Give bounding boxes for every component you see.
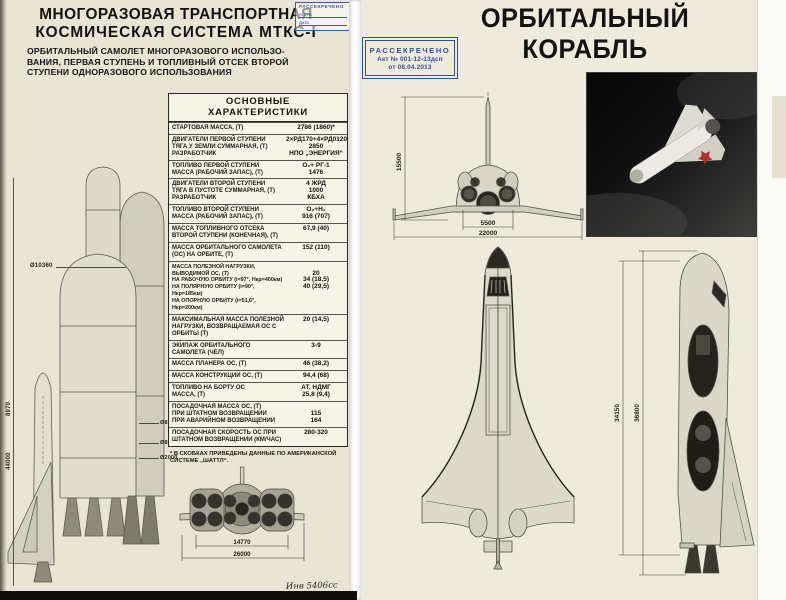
- leader-callout-1: [139, 423, 159, 424]
- left-title-line2: КОСМИЧЕСКАЯ СИСТЕМА МТКС-I: [35, 24, 317, 41]
- leader-line-tank: [56, 267, 126, 268]
- table-row: МАССА КОНСТРУКЦИИ ОС, (Т) 94,4 (68): [169, 370, 347, 382]
- table-row: ТОПЛИВО ПЕРВОЙ СТУПЕНИ МАССА (РАБОЧИЙ ЗА…: [169, 159, 347, 179]
- rocket-stack-side-drawing: [7, 166, 165, 583]
- declassified-stamp-inner: РАССЕКРЕЧЕНО Акт № 001-12-13дсп от 08.04…: [365, 40, 455, 76]
- row-value: АТ, НДМГ 25,8 (9,4): [301, 384, 331, 399]
- dim-rear-height: 15500: [396, 153, 403, 172]
- table-row: ПОСАДОЧНАЯ МАССА ОС, (Т) ПРИ ШТАТНОМ ВОЗ…: [169, 401, 347, 427]
- row-label: ТОПЛИВО ВТОРОЙ СТУПЕНИ МАССА (РАБОЧИЙ ЗА…: [172, 207, 263, 221]
- row-label: ТОПЛИВО НА БОРТУ ОС МАССА, (Т): [172, 385, 245, 399]
- dim-rear-width-inner: 5500: [481, 220, 496, 227]
- stamp-small-date-line: Дата: [299, 20, 347, 26]
- orbiter-photo: [547, 67, 777, 253]
- row-label: МАССА КОНСТРУКЦИИ ОС, (Т): [172, 373, 263, 380]
- table-row: МАКСИМАЛЬНАЯ МАССА ПОЛЕЗНОЙ НАГРУЗКИ, ВО…: [169, 313, 347, 340]
- characteristics-table: ОСНОВНЫЕ ХАРАКТЕРИСТИКИ СТАРТОВАЯ МАССА,…: [168, 93, 348, 447]
- orbiter-side-view-drawing: 34150 36800: [614, 250, 755, 576]
- row-value: 2×РД170+4×РД0120 2850 НПО „ЭНЕРГИЯ“: [286, 135, 348, 157]
- right-page-title: ОРБИТАЛЬНЫЙ КОРАБЛЬ: [480, 3, 690, 64]
- row-value: 152 (110): [302, 243, 330, 251]
- leader-callout-3: [139, 458, 159, 459]
- row-value: 46 (38,2): [302, 360, 330, 368]
- right-page: ОРБИТАЛЬНЫЙ КОРАБЛЬ РАССЕКРЕЧЕНО Акт № 0…: [360, 0, 777, 600]
- table-title: ОСНОВНЫЕ ХАРАКТЕРИСТИКИ: [169, 94, 347, 122]
- table-row: ДВИГАТЕЛИ ВТОРОЙ СТУПЕНИ ТЯГА В ПУСТОТЕ …: [169, 178, 347, 204]
- row-label: ПОСАДОЧНАЯ МАССА ОС, (Т) ПРИ ШТАТНОМ ВОЗ…: [172, 404, 276, 424]
- scan-right-edge: [757, 0, 786, 600]
- row-value: 3-9: [311, 341, 321, 349]
- row-value: 280-320: [304, 428, 328, 436]
- row-value: О₂+ РГ-1 1476: [302, 161, 330, 176]
- row-value: 4 ЖРД 1000 КБХА: [306, 180, 326, 202]
- row-value: 94,4 (68): [302, 372, 330, 380]
- scan-paper-sliver: [772, 96, 786, 178]
- row-label: ТОПЛИВО ПЕРВОЙ СТУПЕНИ МАССА (РАБОЧИЙ ЗА…: [172, 162, 263, 176]
- leader-callout-2: [139, 443, 159, 444]
- row-label: ДВИГАТЕЛИ ПЕРВОЙ СТУПЕНИ ТЯГА У ЗЕМЛИ СУ…: [172, 136, 268, 157]
- dim-rear-width-outer: 22000: [479, 230, 498, 237]
- row-value: О₂+Н₂ 916 (707): [302, 206, 330, 221]
- row-value: 20 (14,5): [302, 315, 330, 323]
- row-label: СТАРТОВАЯ МАССА, (Т): [172, 125, 244, 131]
- table-row: МАССА ОРБИТАЛЬНОГО САМОЛЕТА (ОС) НА ОРБИ…: [169, 241, 347, 261]
- table-row: МАССА ПОЛЕЗНОЙ НАГРУЗКИ, ВЫВОДИМОЙ ОС, (…: [169, 260, 347, 314]
- stamp-small-title: РАССЕКРЕЧЕНО: [299, 4, 344, 9]
- rocket-aft-view-drawing: 14770 26000: [179, 466, 305, 561]
- dim-side-length-outer: 36800: [634, 404, 641, 422]
- table-row: МАССА ПЛАНЕРА ОС, (Т) 46 (38,2): [169, 358, 347, 370]
- table-row: ЭКИПАЖ ОРБИТАЛЬНОГО САМОЛЕТА (ЧЕЛ) 3-9: [169, 339, 347, 359]
- row-value: 20 34 (18,5) 40 (29,5): [302, 269, 330, 291]
- stamp-act-number: Акт № 001-12-13дсп: [377, 55, 443, 63]
- left-title-line1: МНОГОРАЗОВАЯ ТРАНСПОРТНАЯ: [39, 6, 313, 23]
- scan-bottom-band: [0, 591, 357, 600]
- row-label: ПОСАДОЧНАЯ СКОРОСТЬ ОС ПРИ ШТАТНОМ ВОЗВР…: [172, 429, 282, 443]
- row-label: МАССА ОРБИТАЛЬНОГО САМОЛЕТА (ОС) НА ОРБИ…: [172, 244, 282, 258]
- left-subtitle: ОРБИТАЛЬНЫЙ САМОЛЕТ МНОГОРАЗОВОГО ИСПОЛЬ…: [27, 46, 289, 77]
- table-row: СТАРТОВАЯ МАССА, (Т) 2786 (1860)*: [169, 122, 347, 134]
- row-value: 2786 (1860)*: [297, 124, 335, 131]
- table-row: ТОПЛИВО ВТОРОЙ СТУПЕНИ МАССА (РАБОЧИЙ ЗА…: [169, 204, 347, 223]
- stamp-small-act-line: Акт №: [299, 12, 347, 18]
- declassified-stamp-small: РАССЕКРЕЧЕНО Акт № Дата: [295, 2, 355, 31]
- row-label: МАССА ПЛАНЕРА ОС, (Т): [172, 361, 247, 368]
- orbiter-photo-art: [547, 67, 777, 253]
- table-row: МАССА ТОПЛИВНОГО ОТСЕКА ВТОРОЙ СТУПЕНИ (…: [169, 222, 347, 242]
- row-label: МАССА ПОЛЕЗНОЙ НАГРУЗКИ, ВЫВОДИМОЙ ОС, (…: [172, 263, 283, 312]
- row-label: МАКСИМАЛЬНАЯ МАССА ПОЛЕЗНОЙ НАГРУЗКИ, ВО…: [172, 316, 284, 337]
- characteristics-block: ОСНОВНЫЕ ХАРАКТЕРИСТИКИ СТАРТОВАЯ МАССА,…: [168, 93, 348, 465]
- table-row: ПОСАДОЧНАЯ СКОРОСТЬ ОС ПРИ ШТАТНОМ ВОЗВР…: [169, 426, 347, 446]
- orbiter-rear-view-drawing: 15500 5500 22000: [392, 92, 584, 240]
- dim-aft-outer-width: 26000: [233, 551, 251, 558]
- dim-aft-inner-width: 14770: [233, 539, 251, 546]
- page-gutter: [349, 0, 361, 600]
- row-label: ЭКИПАЖ ОРБИТАЛЬНОГО САМОЛЕТА (ЧЕЛ): [172, 342, 251, 356]
- dim-extension-line-left: [13, 178, 14, 586]
- row-value: 67,9 (40): [302, 224, 330, 232]
- row-value: 115 164: [310, 410, 322, 424]
- dim-side-length-inner: 34150: [614, 404, 621, 422]
- stamp-title: РАССЕКРЕЧЕНО: [369, 45, 451, 55]
- table-row: ДВИГАТЕЛИ ПЕРВОЙ СТУПЕНИ ТЯГА У ЗЕМЛИ СУ…: [169, 133, 348, 160]
- declassified-stamp: РАССЕКРЕЧЕНО Акт № 001-12-13дсп от 08.04…: [362, 37, 458, 79]
- row-label: МАССА ТОПЛИВНОГО ОТСЕКА ВТОРОЙ СТУПЕНИ (…: [172, 225, 278, 239]
- dim-callout-3: Ø2000: [160, 455, 178, 461]
- table-row: ТОПЛИВО НА БОРТУ ОС МАССА, (Т) АТ, НДМГ …: [169, 382, 347, 401]
- stamp-date: от 08.04.2013: [388, 63, 432, 71]
- row-label: ДВИГАТЕЛИ ВТОРОЙ СТУПЕНИ ТЯГА В ПУСТОТЕ …: [172, 181, 275, 202]
- scan-edge-shadow: [0, 0, 7, 600]
- orbiter-plan-view-drawing: [421, 246, 575, 570]
- left-page: МНОГОРАЗОВАЯ ТРАНСПОРТНАЯ КОСМИЧЕСКАЯ СИ…: [0, 0, 355, 600]
- dim-tank-diameter: Ø10360: [30, 263, 53, 269]
- table-footnote: * В СКОБКАХ ПРИВЕДЕНЫ ДАННЫЕ ПО АМЕРИКАН…: [170, 450, 337, 464]
- left-page-title: МНОГОРАЗОВАЯ ТРАНСПОРТНАЯ КОСМИЧЕСКАЯ СИ…: [7, 6, 345, 42]
